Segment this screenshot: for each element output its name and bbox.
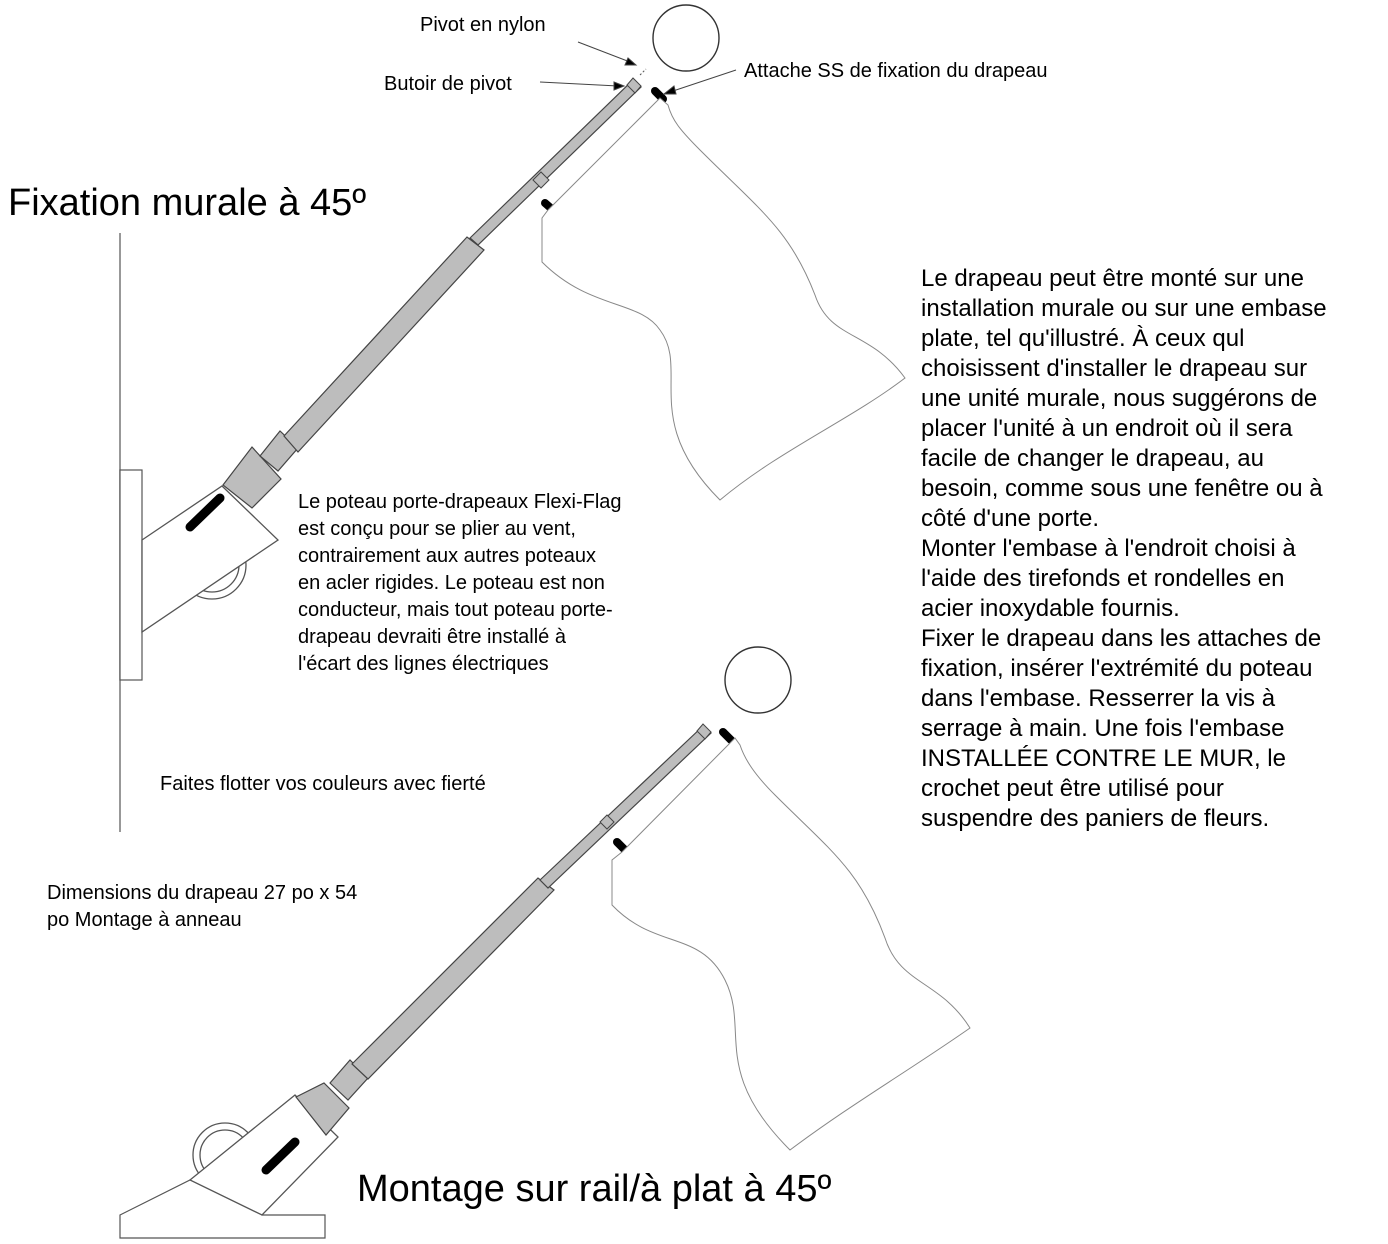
thumb-screw — [185, 493, 225, 532]
rail-pole-upper-section — [539, 725, 712, 889]
pole-upper-section — [469, 79, 642, 246]
instruction-line: Monter l'embase à l'endroit choisi à — [921, 535, 1296, 562]
rail-thumb-screw — [261, 1137, 300, 1175]
mid-pivot-stop — [532, 171, 550, 189]
rail-pole-socket — [295, 1082, 350, 1136]
pole-note: Le poteau porte-drapeaux Flexi-Flag est … — [298, 489, 622, 678]
flag-dimensions: Dimensions du drapeau 27 po x 54 po Mont… — [47, 880, 357, 934]
rail-finial-ball — [724, 646, 792, 714]
installation-instructions: Le drapeau peut être monté sur une insta… — [921, 264, 1327, 834]
wall-mount-title: Fixation murale à 45º — [8, 182, 367, 224]
flag-clip-label: Attache SS de fixation du drapeau — [744, 60, 1048, 82]
instruction-line: besoin, comme sous une fenêtre ou à — [921, 475, 1323, 502]
rail-pole-lower-section — [351, 877, 555, 1080]
instruction-line: placer l'unité à un endroit où il sera — [921, 415, 1293, 442]
rail-mount-assembly — [119, 646, 971, 1239]
dimensions-line: po Montage à anneau — [47, 909, 242, 931]
pole-note-line: contrairement aux autres poteaux — [298, 545, 596, 567]
instruction-line: l'aide des tirefonds et rondelles en — [921, 565, 1285, 592]
callout-leaders — [539, 41, 737, 95]
pole-note-line: en acler rigides. Le poteau est non — [298, 572, 605, 594]
pole-note-line: est conçu pour se plier au vent, — [298, 518, 576, 540]
pole-note-line: Le poteau porte-drapeaux Flexi-Flag — [298, 491, 622, 513]
instruction-line: Le drapeau peut être monté sur une — [921, 265, 1304, 292]
instruction-line: fixation, insérer l'extrémité du poteau — [921, 655, 1313, 682]
pole-socket — [222, 446, 282, 509]
wall-bracket — [141, 485, 280, 634]
pole-note-line: l'écart des lignes électriques — [298, 653, 549, 675]
flag-clip-top — [651, 87, 667, 103]
pivot-stop — [626, 77, 642, 94]
rail-flag — [611, 737, 971, 1151]
pivot-label: Pivot en nylon — [420, 14, 546, 36]
instruction-line: plate, tel qu'illustré. À ceux qul — [921, 325, 1245, 352]
rail-flag-clip-mid — [613, 838, 629, 854]
slogan: Faites flotter vos couleurs avec fierté — [160, 773, 486, 795]
flag — [541, 97, 906, 501]
pole-lower-section — [283, 236, 485, 453]
wall-mount-assembly — [119, 4, 906, 832]
instruction-line: Fixer le drapeau dans les attaches de — [921, 625, 1322, 652]
wall-plate — [119, 469, 143, 681]
dimensions-line: Dimensions du drapeau 27 po x 54 — [47, 882, 358, 904]
pole-note-line: drapeau devraiti être installé à — [298, 626, 566, 648]
instruction-line: choisissent d'installer le drapeau sur — [921, 355, 1308, 382]
pole-note-line: conducteur, mais tout poteau porte- — [298, 599, 613, 621]
instruction-line: INSTALLÉE CONTRE LE MUR, le — [921, 745, 1286, 772]
rail-bracket — [188, 1094, 339, 1216]
instruction-line: dans l'embase. Resserrer la vis à — [921, 685, 1276, 712]
instruction-line: facile de changer le drapeau, au — [921, 445, 1264, 472]
instruction-line: serrage à main. Une fois l'embase — [921, 715, 1285, 742]
instruction-line: côté d'une porte. — [921, 505, 1100, 532]
instruction-line: une unité murale, nous suggérons de — [921, 385, 1318, 412]
rail-flag-clip-top — [719, 728, 735, 744]
rail-mount-title: Montage sur rail/à plat à 45º — [357, 1168, 832, 1210]
instruction-line: installation murale ou sur une embase — [921, 295, 1327, 322]
finial-ball — [652, 4, 720, 72]
instruction-line: suspendre des paniers de fleurs. — [921, 805, 1270, 832]
instruction-line: crochet peut être utilisé pour — [921, 775, 1224, 802]
instruction-line: acier inoxydable fournis. — [921, 595, 1180, 622]
pivot-stop-label: Butoir de pivot — [384, 73, 512, 95]
